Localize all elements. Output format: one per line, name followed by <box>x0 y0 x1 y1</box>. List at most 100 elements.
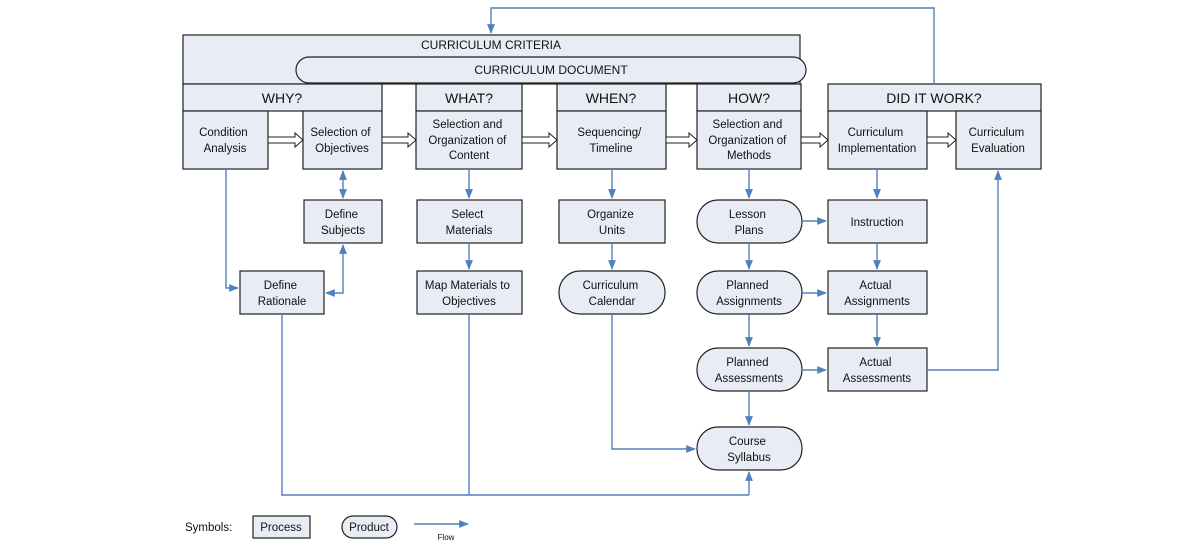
header-when-label: WHEN? <box>586 90 637 106</box>
double-arrow-1 <box>267 131 304 149</box>
planned-assignments-line-2: Assignments <box>716 296 782 308</box>
implementation-line-1: Curriculum <box>848 127 904 139</box>
define-subjects-line-1: Define <box>325 209 358 221</box>
evaluation-line-2: Evaluation <box>971 143 1025 155</box>
legend: Symbols: Process Product Flow <box>185 515 469 542</box>
flow-assessments-evaluation <box>927 170 1002 371</box>
planned-assignments-line-1: Planned <box>726 280 768 292</box>
flow-subjects-rationale <box>325 244 347 297</box>
lesson-plans-text: Lesson Plans <box>729 209 769 237</box>
curriculum-calendar-line-2: Calendar <box>589 296 636 308</box>
condition-analysis-line-2: Analysis <box>204 143 247 155</box>
curriculum-calendar-line-1: Curriculum <box>583 280 639 292</box>
legend-symbols-label: Symbols: <box>185 522 232 534</box>
actual-assessments-line-2: Assessments <box>843 373 912 385</box>
define-rationale-line-1: Define <box>264 280 297 292</box>
selection-content-line-2: Organization of <box>428 135 507 147</box>
product-course-syllabus <box>696 426 803 471</box>
actual-assignments-text: Actual Assignments <box>844 280 910 308</box>
double-arrow-group <box>267 131 957 149</box>
process-map-materials <box>416 270 523 315</box>
define-rationale-line-2: Rationale <box>258 296 307 308</box>
flow-condition-rationale <box>225 169 239 292</box>
double-arrow-6 <box>926 131 957 149</box>
selection-methods-line-3: Methods <box>727 150 771 162</box>
header-what-label: WHAT? <box>445 90 493 106</box>
double-arrow-2 <box>381 131 417 149</box>
legend-process-label: Process <box>260 522 302 534</box>
process-select-materials <box>416 199 523 244</box>
process-define-rationale <box>239 270 325 315</box>
process-selection-objectives <box>302 110 383 170</box>
flow-rationale-bottom <box>281 314 749 496</box>
selection-methods-text: Selection and Organization of Methods <box>708 119 789 162</box>
double-arrow-4 <box>665 131 698 149</box>
planned-assessments-line-2: Assessments <box>715 373 784 385</box>
actual-assessments-text: Actual Assessments <box>843 357 912 385</box>
organize-units-line-2: Units <box>599 225 625 237</box>
organize-units-text: Organize Units <box>587 209 637 237</box>
header-how-label: HOW? <box>728 90 770 106</box>
define-subjects-text: Define Subjects <box>321 209 365 237</box>
legend-product-symbol <box>341 515 398 539</box>
process-sequencing <box>556 110 667 170</box>
map-materials-line-2: Objectives <box>442 296 496 308</box>
header-why <box>182 83 383 112</box>
planned-assignments-text: Planned Assignments <box>716 280 782 308</box>
selection-content-line-1: Selection and <box>433 119 503 131</box>
flow-feedback-loop <box>487 7 935 84</box>
sequencing-text: Sequencing/ Timeline <box>577 127 644 155</box>
actual-assignments-line-1: Actual <box>859 280 891 292</box>
legend-product-label: Product <box>349 522 389 534</box>
sequencing-line-1: Sequencing/ <box>577 127 642 139</box>
process-evaluation <box>955 110 1042 170</box>
define-rationale-text: Define Rationale <box>258 280 307 308</box>
double-arrow-3 <box>521 131 558 149</box>
course-syllabus-line-2: Syllabus <box>727 452 771 464</box>
selection-objectives-line-1: Selection of <box>310 127 371 139</box>
organize-units-line-1: Organize <box>587 209 634 221</box>
header-did-it-work <box>827 83 1042 112</box>
lesson-plans-line-2: Plans <box>735 225 764 237</box>
curriculum-calendar-text: Curriculum Calendar <box>583 280 642 308</box>
process-define-subjects <box>303 199 383 244</box>
define-subjects-line-2: Subjects <box>321 225 365 237</box>
process-selection-methods <box>696 110 802 170</box>
selection-methods-line-2: Organization of <box>708 135 787 147</box>
evaluation-line-1: Curriculum <box>969 127 1025 139</box>
select-materials-line-2: Materials <box>446 225 493 237</box>
selection-methods-line-1: Selection and <box>713 119 783 131</box>
header-did-it-work-label: DID IT WORK? <box>886 90 982 106</box>
selection-objectives-text: Selection of Objectives <box>310 127 373 155</box>
header-why-label: WHY? <box>262 90 303 106</box>
document-label: CURRICULUM DOCUMENT <box>474 63 628 77</box>
instruction-label: Instruction <box>850 217 903 229</box>
evaluation-text: Curriculum Evaluation <box>969 127 1028 155</box>
lesson-plans-line-1: Lesson <box>729 209 766 221</box>
process-condition-analysis <box>182 110 269 170</box>
select-materials-line-1: Select <box>451 209 484 221</box>
actual-assessments-line-1: Actual <box>859 357 891 369</box>
planned-assessments-text: Planned Assessments <box>715 357 784 385</box>
implementation-text: Curriculum Implementation <box>838 127 917 155</box>
planned-assessments-line-1: Planned <box>726 357 768 369</box>
legend-process-symbol <box>252 515 311 539</box>
condition-analysis-line-1: Condition <box>199 127 248 139</box>
selection-objectives-line-2: Objectives <box>315 143 369 155</box>
process-organize-units <box>558 199 666 244</box>
document-product <box>295 56 807 84</box>
map-materials-line-1: Map Materials to <box>425 280 510 292</box>
selection-content-text: Selection and Organization of Content <box>428 119 509 162</box>
selection-content-line-3: Content <box>449 150 490 162</box>
process-actual-assignments <box>827 270 928 315</box>
condition-analysis-text: Condition Analysis <box>199 127 251 155</box>
map-materials-text: Map Materials to Objectives <box>425 280 513 308</box>
select-materials-text: Select Materials <box>446 209 493 237</box>
course-syllabus-line-1: Course <box>729 436 766 448</box>
course-syllabus-text: Course Syllabus <box>727 436 771 464</box>
actual-assignments-line-2: Assignments <box>844 296 910 308</box>
legend-flow-label: Flow <box>438 533 455 542</box>
process-implementation <box>827 110 928 170</box>
